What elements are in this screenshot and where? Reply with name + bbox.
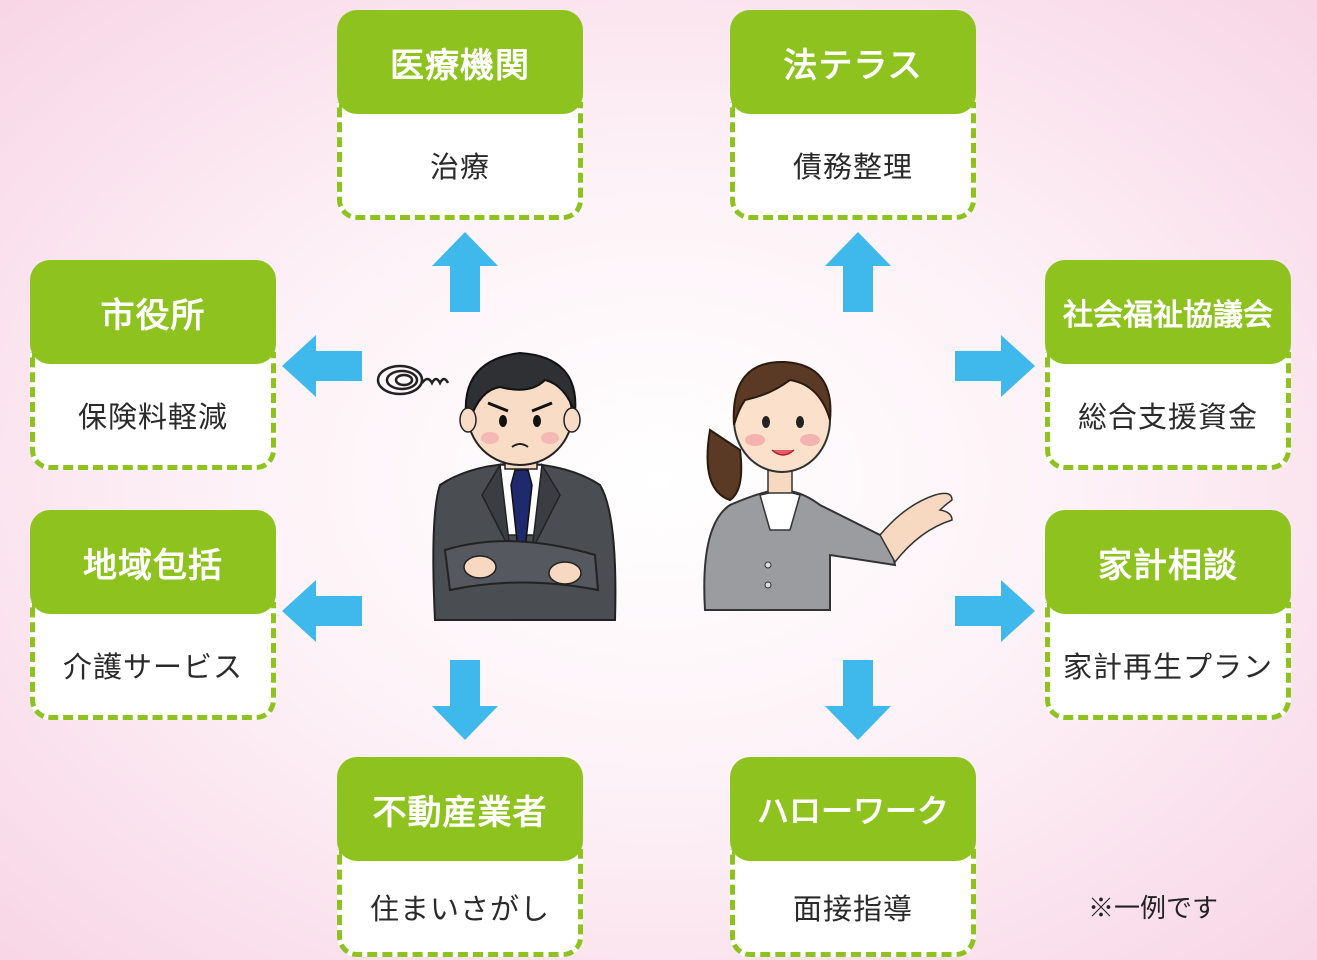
arrow-up-icon bbox=[825, 232, 891, 312]
arrow-up-icon bbox=[432, 232, 498, 312]
card-title: 社会福祉協議会 bbox=[1045, 260, 1291, 364]
card-budget: 家計相談 家計再生プラン bbox=[1045, 510, 1291, 720]
card-title: 家計相談 bbox=[1045, 510, 1291, 614]
arrow-left-icon bbox=[282, 580, 362, 642]
card-title: ハローワーク bbox=[730, 757, 976, 861]
card-law: 法テラス 債務整理 bbox=[730, 10, 976, 220]
card-description: 保険料軽減 bbox=[30, 352, 276, 470]
arrow-down-icon bbox=[825, 660, 891, 740]
card-title: 法テラス bbox=[730, 10, 976, 114]
card-description: 総合支援資金 bbox=[1045, 352, 1291, 470]
card-welfare: 社会福祉協議会 総合支援資金 bbox=[1045, 260, 1291, 470]
card-community: 地域包括 介護サービス bbox=[30, 510, 276, 720]
card-title: 医療機関 bbox=[337, 10, 583, 114]
card-description: 債務整理 bbox=[730, 102, 976, 220]
card-description: 介護サービス bbox=[30, 602, 276, 720]
footnote: ※一例です bbox=[1088, 894, 1219, 924]
card-description: 治療 bbox=[337, 102, 583, 220]
arrow-right-icon bbox=[955, 335, 1035, 397]
card-title: 不動産業者 bbox=[337, 757, 583, 861]
card-title: 地域包括 bbox=[30, 510, 276, 614]
arrow-left-icon bbox=[282, 335, 362, 397]
card-hellowork: ハローワーク 面接指導 bbox=[730, 757, 976, 957]
smiling-businesswoman-illustration bbox=[703, 360, 953, 611]
card-description: 面接指導 bbox=[730, 849, 976, 957]
worried-businessman-illustration bbox=[376, 351, 617, 621]
card-title: 市役所 bbox=[30, 260, 276, 364]
arrow-right-icon bbox=[955, 580, 1035, 642]
arrow-down-icon bbox=[432, 660, 498, 740]
card-city: 市役所 保険料軽減 bbox=[30, 260, 276, 470]
card-description: 住まいさがし bbox=[337, 849, 583, 957]
card-medical: 医療機関 治療 bbox=[337, 10, 583, 220]
card-realestate: 不動産業者 住まいさがし bbox=[337, 757, 583, 957]
card-description: 家計再生プラン bbox=[1045, 602, 1291, 720]
